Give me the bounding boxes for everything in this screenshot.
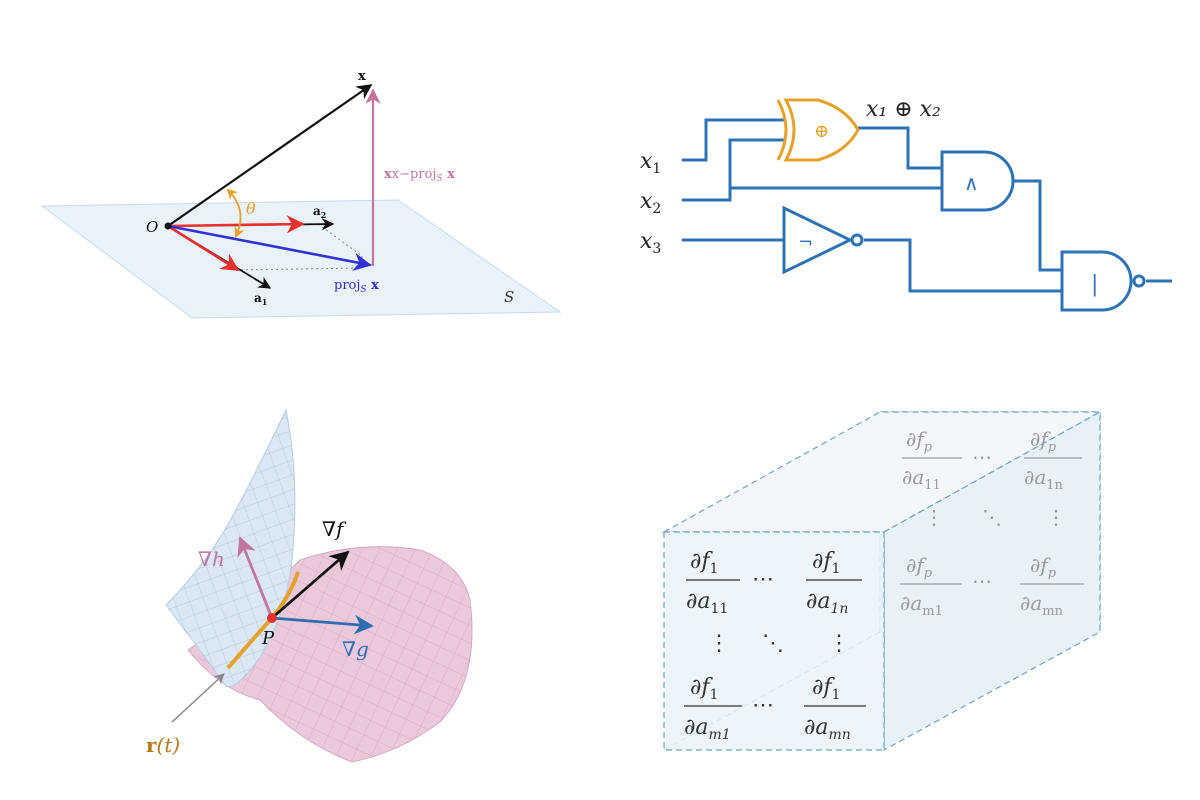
logic-circuit <box>682 118 1172 293</box>
front-vdots-right: ⋮ <box>828 631 850 656</box>
label-a2: a2 <box>313 204 326 220</box>
curve-pointer <box>171 673 225 723</box>
xor-gate: ⊕ <box>776 98 860 162</box>
label-point-p: P <box>261 628 275 649</box>
gradient-g-arrow <box>271 614 374 635</box>
back-hdots-bottom: ⋯ <box>972 569 992 593</box>
back-vdots-right: ⋮ <box>1046 505 1066 529</box>
back-hdots-top: ⋯ <box>972 445 992 469</box>
front-hdots-top: ⋯ <box>752 567 774 592</box>
wire-and-out <box>1014 179 1062 272</box>
back-matrix: ∂fp ∂a11 ⋯ ∂fp ∂a1n ⋮ ⋱ ⋮ <box>902 427 1082 529</box>
vector-x <box>167 84 373 227</box>
wire-not-out <box>864 238 1062 293</box>
cube-front-face <box>663 531 885 751</box>
red-component-a1 <box>167 224 240 272</box>
logic-gates: ⊕ x₁ ⊕ x₂ ∧ ¬ | x1 x2 x3 <box>640 97 1146 312</box>
front-vdots-left: ⋮ <box>708 631 730 656</box>
label-a1: a1 <box>254 291 267 307</box>
label-origin: O <box>146 218 158 236</box>
svg-text:∂a11: ∂a11 <box>686 589 728 617</box>
svg-text:∂am1: ∂am1 <box>684 715 731 743</box>
gradient-f-arrow <box>271 550 350 620</box>
label-projection: projS x <box>334 278 379 295</box>
wire-xor-out <box>858 126 942 170</box>
label-curve: r(t) <box>146 733 180 757</box>
xor-output-label: x₁ ⊕ x₂ <box>866 97 941 122</box>
xor-symbol: ⊕ <box>814 121 829 142</box>
point-p <box>267 613 277 623</box>
svg-text:∂a1n: ∂a1n <box>806 589 848 617</box>
origin-point <box>164 222 172 230</box>
subspace-plane <box>40 199 562 319</box>
label-plane: S <box>504 288 514 306</box>
cube-top-face <box>661 411 1103 533</box>
nand-gate: | <box>1060 250 1146 312</box>
label-grad-g: ∇g <box>342 637 369 661</box>
input-label-x2: x2 <box>640 189 661 217</box>
tensor-cube: ∂fp ∂a11 ⋯ ∂fp ∂a1n ⋮ ⋱ ⋮ ∂fp ∂am1 ⋯ <box>661 410 1103 752</box>
surface-diagram: ∇f ∇h ∇g P r(t) <box>146 408 473 763</box>
front-ddots: ⋱ <box>762 631 784 656</box>
back-ddots: ⋱ <box>982 505 1002 529</box>
wire-x2-xor <box>682 138 784 202</box>
label-residual: xx−projS x <box>384 167 455 184</box>
svg-text:∂amn: ∂amn <box>1020 591 1064 619</box>
front-matrix: ∂f1 ∂a11 ⋯ ∂f1 ∂a1n ⋮ ⋱ ⋮ ∂f1 ∂am1 ⋯ ∂f1 <box>684 549 866 743</box>
gradient-h-arrow <box>237 536 274 619</box>
back-entry-m1: ∂fp ∂am1 <box>900 553 962 619</box>
label-grad-f: ∇f <box>322 517 347 541</box>
not-gate: ¬ <box>782 205 864 275</box>
label-theta: θ <box>246 199 256 218</box>
dotted-guide-a1 <box>235 267 363 271</box>
not-symbol: ¬ <box>798 232 813 253</box>
and-gate: ∧ <box>940 150 1015 212</box>
svg-text:∂amn: ∂amn <box>804 715 851 743</box>
projection-diagram: O x θ a2 a1 xx−projS x projS x S <box>40 69 562 319</box>
vector-projection <box>167 224 372 271</box>
dotted-guide-a2 <box>317 223 363 257</box>
front-entry-11: ∂f1 ∂a11 <box>686 549 740 617</box>
input-label-x3: x3 <box>640 229 661 257</box>
and-symbol: ∧ <box>964 171 979 195</box>
svg-text:∂am1: ∂am1 <box>900 591 943 619</box>
theta-arc <box>226 188 245 238</box>
back-matrix-bottom: ∂fp ∂am1 ⋯ ∂fp ∂amn <box>900 553 1084 619</box>
front-hdots-bottom: ⋯ <box>752 693 774 718</box>
back-vdots-left: ⋮ <box>924 505 944 529</box>
nand-symbol: | <box>1091 272 1098 297</box>
svg-text:∂a11: ∂a11 <box>902 465 941 493</box>
back-entry-mn: ∂fp ∂amn <box>1020 553 1084 619</box>
label-x: x <box>358 69 366 84</box>
label-grad-h: ∇h <box>198 547 225 571</box>
input-label-x1: x1 <box>640 149 661 177</box>
back-entry-1n: ∂fp ∂a1n <box>1024 427 1082 493</box>
svg-text:∂a1n: ∂a1n <box>1024 465 1064 493</box>
wire-x1 <box>682 118 784 162</box>
front-entry-m1: ∂f1 ∂am1 <box>684 675 742 743</box>
